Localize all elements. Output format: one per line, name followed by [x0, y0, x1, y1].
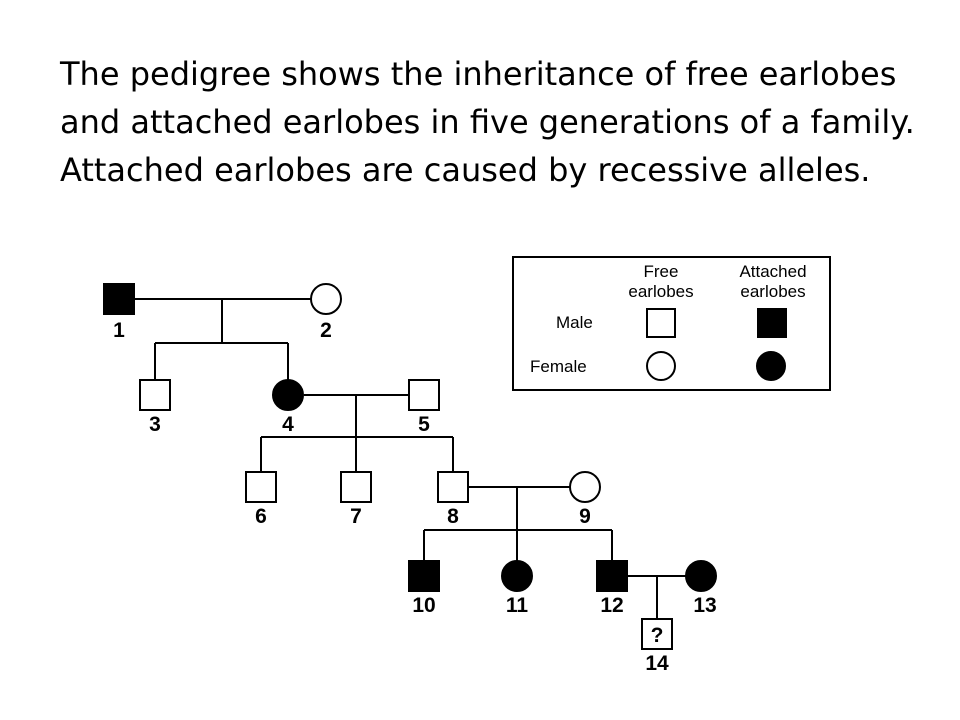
- individual-13-label: 13: [693, 594, 716, 617]
- key-attached-line1: Attached: [739, 262, 806, 281]
- key-female-free-circle: [646, 351, 676, 381]
- individual-11-circle: [501, 560, 533, 592]
- individual-7-label: 7: [350, 505, 362, 528]
- key-male-attached-square: [757, 308, 787, 338]
- individual-3-square: [139, 379, 171, 411]
- individual-10-square: [408, 560, 440, 592]
- individual-4-circle: [272, 379, 304, 411]
- individual-8-square: [437, 471, 469, 503]
- individual-10-label: 10: [412, 594, 435, 617]
- key-attached-line2: earlobes: [740, 282, 805, 301]
- individual-3-label: 3: [149, 413, 161, 436]
- individual-5-label: 5: [418, 413, 430, 436]
- individual-12-square: [596, 560, 628, 592]
- key-box: Free earlobes Attached earlobes Male Fem…: [512, 256, 831, 391]
- individual-5-square: [408, 379, 440, 411]
- individual-11-label: 11: [506, 594, 529, 617]
- key-female-attached-circle: [756, 351, 786, 381]
- individual-1-label: 1: [113, 319, 125, 342]
- individual-12-label: 12: [600, 594, 623, 617]
- individual-14-square: [641, 618, 673, 650]
- key-female-label: Female: [530, 357, 587, 376]
- individual-4-label: 4: [282, 413, 294, 436]
- pedigree-lines: [134, 298, 686, 620]
- key-free-line2: earlobes: [628, 282, 693, 301]
- individual-14-mark: ?: [651, 624, 664, 647]
- key-male-free-square: [646, 308, 676, 338]
- individual-2-label: 2: [320, 319, 332, 342]
- key-free-line1: Free: [644, 262, 679, 281]
- individual-9-label: 9: [579, 505, 591, 528]
- question-text: The pedigree shows the inheritance of fr…: [60, 55, 915, 189]
- pedigree-symbols: ?: [103, 283, 717, 650]
- key-male-label: Male: [556, 313, 593, 332]
- individual-14-label: 14: [645, 652, 669, 675]
- individual-7-square: [340, 471, 372, 503]
- individual-9-circle: [569, 471, 601, 503]
- individual-8-label: 8: [447, 505, 459, 528]
- individual-6-label: 6: [255, 505, 267, 528]
- individual-1-square: [103, 283, 135, 315]
- individual-13-circle: [685, 560, 717, 592]
- individual-2-circle: [310, 283, 342, 315]
- individual-6-square: [245, 471, 277, 503]
